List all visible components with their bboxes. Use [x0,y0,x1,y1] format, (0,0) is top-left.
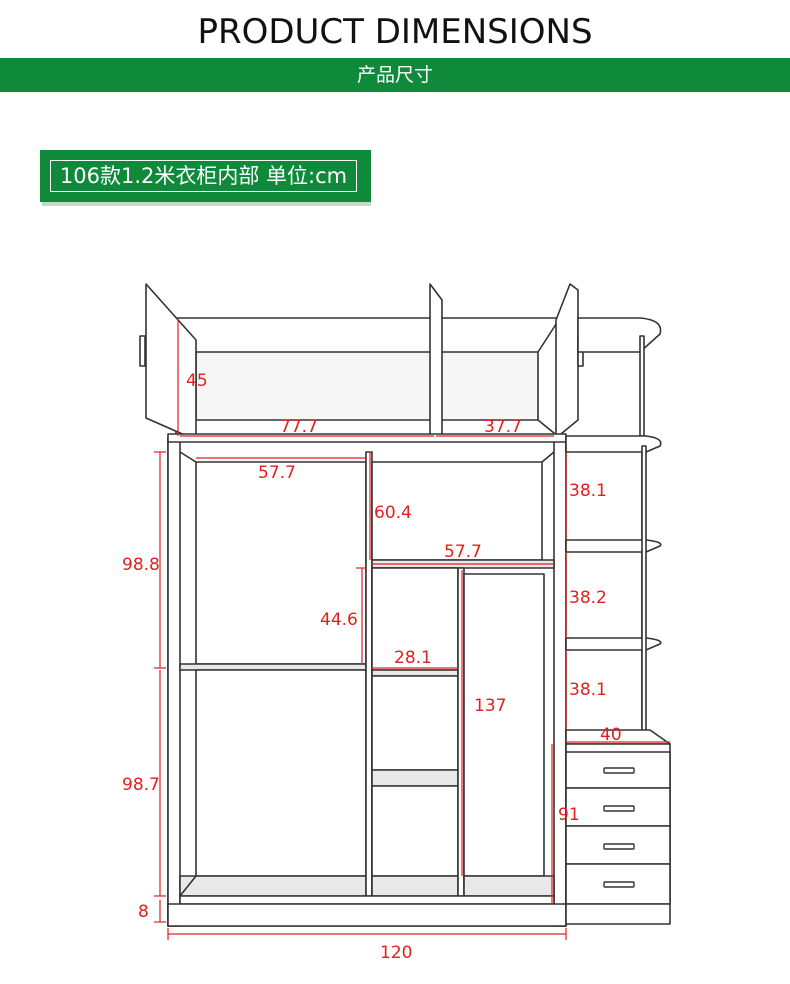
top-middle-door [429,283,443,439]
side-shelf-post [641,445,647,747]
page-title: PRODUCT DIMENSIONS [197,12,593,52]
inner-perspective-line [179,451,197,463]
tag-border [50,160,357,192]
right-side-panel [553,437,567,927]
drawer-handles [603,767,635,888]
dim-label-right-compartment-height: 137 [474,696,506,716]
unit-tag: 106款1.2米衣柜内部 单位:cm [40,150,371,206]
dim-label-left-lower-height: 98.7 [122,775,160,795]
side-top-column [639,335,645,437]
drawer-unit-base [565,903,671,925]
side-top-shelf [577,317,662,353]
top-left-door [145,283,197,441]
drawer-column-mid [371,675,459,771]
inner-perspective-line [541,451,555,463]
dim-label-side-shelf-3: 38.1 [569,680,607,700]
drawer-column-bottom [371,875,459,897]
dimension-labels: 45 77.7 37.7 57.7 60.4 57.7 98.8 98.7 44… [122,371,622,963]
dim-label-base-height: 8 [138,902,149,922]
dim-label-left-inner-width: 57.7 [258,463,296,483]
unit-tag-bg [40,150,371,206]
dim-label-side-shelf-1: 38.1 [569,481,607,501]
right-bottom-shelf [463,875,555,897]
subtitle-band-bg [0,58,790,92]
plinth-base [167,903,567,927]
tag-shadow [42,200,371,206]
right-divider [457,567,465,897]
dim-label-upper-shelf-height: 60.4 [374,503,412,523]
drawer-handle [603,767,635,774]
drawer-column-inner [371,567,459,671]
dim-label-side-depth: 40 [600,725,622,745]
inner-perspective-line [179,875,197,897]
drawer-column-low [371,785,459,877]
dim-label-drawer-height: 91 [558,805,580,825]
dim-label-side-shelf-2: 38.2 [569,588,607,608]
drawer-column-shelf [371,669,459,677]
left-upper-compartment [195,461,367,665]
plinth [179,895,555,905]
subtitle-band: 产品尺寸 [0,58,790,92]
drawer [565,825,671,865]
left-lower-compartment [195,669,367,877]
dim-label-mid-width: 57.7 [444,542,482,562]
top-right-door [555,283,579,439]
dim-label-top-right-width: 37.7 [484,417,522,437]
drawer-handle [603,881,635,888]
drawer-column-shelf [371,769,459,787]
wardrobe-outline [139,283,671,927]
side-shelf [565,637,662,651]
dim-label-drawer-col-width: 28.1 [394,648,432,668]
band-rect [0,58,790,92]
dim-label-top-height: 45 [186,371,208,391]
left-bottom-shelf [179,875,367,897]
subtitle: 产品尺寸 [356,64,433,86]
center-divider [365,451,373,897]
drawer-handle [603,805,635,812]
upper-right-compartment [371,461,543,561]
side-shelf [565,539,662,553]
top-cabinet-inner [195,351,539,421]
drawer-handle [603,843,635,850]
dim-label-total-width: 120 [380,943,412,963]
right-hanging-compartment [463,573,545,877]
dim-label-top-left-width: 77.7 [280,417,318,437]
dimension-lines [154,318,670,940]
dim-label-left-upper-height: 98.8 [122,555,160,575]
tag-rect [40,150,371,202]
dim-label-mid-compartment-height: 44.6 [320,610,358,630]
tag-text: 106款1.2米衣柜内部 单位:cm [59,164,348,188]
left-upper-shelf [179,663,367,671]
door-handle [139,335,146,367]
side-shelf [565,435,662,453]
drawer [565,751,671,789]
left-side-panel [167,437,181,927]
